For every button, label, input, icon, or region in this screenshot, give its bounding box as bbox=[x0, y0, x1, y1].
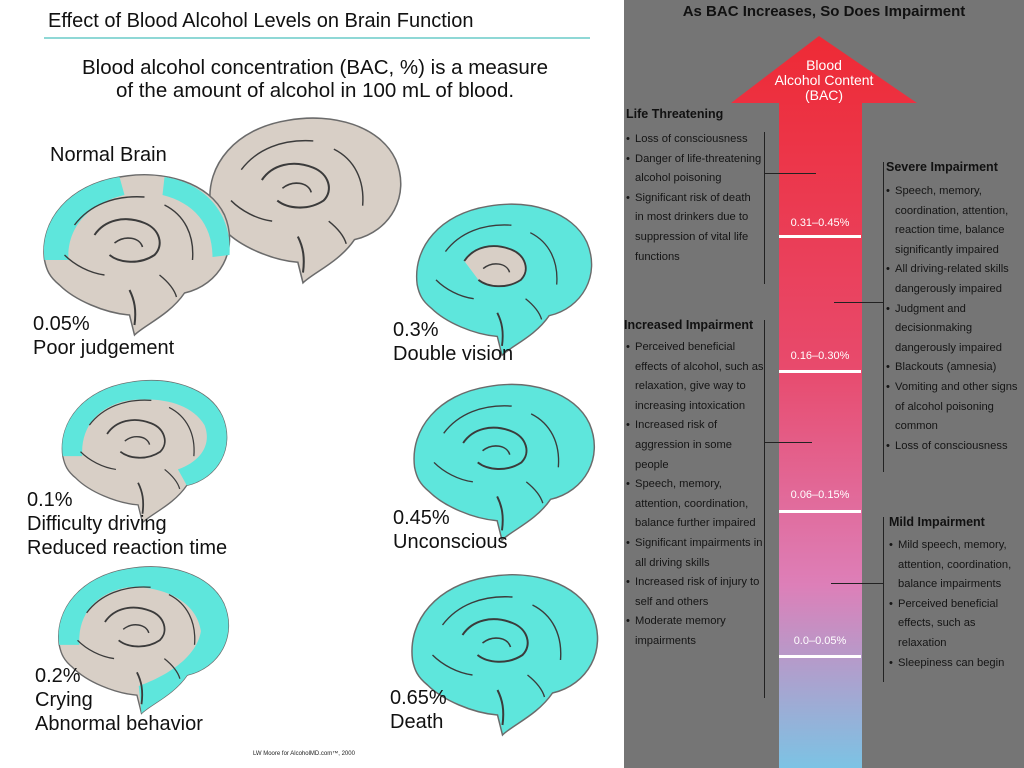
bac-label-0-1: 0.1% Difficulty driving Reduced reaction… bbox=[27, 488, 227, 560]
arrow-label-line-3: (BAC) bbox=[804, 87, 844, 103]
brain-function-panel: Effect of Blood Alcohol Levels on Brain … bbox=[27, 10, 600, 757]
list-item: Vomiting and other signs of alcohol pois… bbox=[886, 378, 1024, 437]
list-item: Loss of consciousness bbox=[886, 437, 1024, 457]
bac-definition: Blood alcohol concentration (BAC, %) is … bbox=[30, 56, 600, 102]
bac-arrow-shape bbox=[731, 36, 917, 768]
brain-image-0-05 bbox=[43, 174, 231, 336]
bac-label-0-3: 0.3% Double vision bbox=[393, 318, 513, 366]
title-underline bbox=[44, 37, 590, 39]
bracket-connector bbox=[834, 302, 883, 303]
life-threatening-list: Loss of consciousness Danger of life-thr… bbox=[626, 130, 762, 267]
list-item: All driving-related skills dangerously i… bbox=[886, 260, 1024, 299]
list-item: Blackouts (amnesia) bbox=[886, 358, 1024, 378]
bracket-line bbox=[883, 162, 884, 472]
bac-value: 0.2% bbox=[35, 665, 81, 687]
range-divider bbox=[779, 655, 861, 658]
image-credit: LW Moore for AlcoholMD.com™, 2000 bbox=[253, 751, 355, 757]
impairment-title: As BAC Increases, So Does Impairment bbox=[682, 3, 966, 20]
bac-arrow-label: Blood Alcohol Content (BAC) bbox=[624, 58, 1024, 103]
bracket-line bbox=[764, 320, 765, 698]
range-divider bbox=[779, 510, 861, 513]
bac-arrow bbox=[731, 36, 917, 768]
list-item: Moderate memory impairments bbox=[626, 612, 764, 651]
mild-impairment-heading: Mild Impairment bbox=[889, 515, 985, 529]
bracket-connector bbox=[764, 173, 816, 174]
bracket-connector bbox=[831, 583, 883, 584]
list-item: Danger of life-threatening alcohol poiso… bbox=[626, 150, 762, 189]
bac-effect: Unconscious bbox=[393, 531, 508, 553]
list-item: Increased risk of injury to self and oth… bbox=[626, 573, 764, 612]
bac-effect: Poor judgement bbox=[33, 337, 175, 359]
severe-impairment-heading: Severe Impairment bbox=[886, 160, 998, 174]
bac-effect: Crying bbox=[35, 689, 93, 711]
bracket-line bbox=[883, 517, 884, 682]
arrow-label-line-2: Alcohol Content bbox=[774, 72, 874, 88]
severe-impairment-list: Speech, memory, coordination, attention,… bbox=[886, 182, 1024, 456]
range-divider bbox=[779, 235, 861, 238]
bac-value: 0.05% bbox=[33, 313, 90, 335]
impairment-panel: As BAC Increases, So Does Impairment Blo… bbox=[624, 0, 1024, 768]
bracket-connector bbox=[764, 442, 812, 443]
bac-label-0-65: 0.65% Death bbox=[390, 686, 447, 734]
list-item: Significant risk of death in most drinke… bbox=[626, 189, 762, 267]
range-label-severe: 0.31–0.45% bbox=[790, 217, 850, 229]
page-title: Effect of Blood Alcohol Levels on Brain … bbox=[48, 10, 474, 32]
bac-value: 0.65% bbox=[390, 687, 447, 709]
brain-image-0-1 bbox=[61, 380, 228, 524]
increased-impairment-list: Perceived beneficial effects of alcohol,… bbox=[626, 338, 764, 652]
arrow-label-line-1: Blood bbox=[806, 57, 842, 73]
bac-effect-secondary: Reduced reaction time bbox=[27, 537, 228, 559]
bac-label-0-45: 0.45% Unconscious bbox=[393, 506, 508, 554]
brain-image-0-2 bbox=[58, 566, 230, 715]
range-label-mild: 0.0–0.05% bbox=[793, 635, 847, 647]
list-item: Increased risk of aggression in some peo… bbox=[626, 416, 764, 475]
range-divider bbox=[779, 370, 861, 373]
list-item: Significant impairments in all driving s… bbox=[626, 534, 764, 573]
bac-effect: Difficulty driving bbox=[27, 513, 167, 535]
bac-label-0-05: 0.05% Poor judgement bbox=[33, 312, 174, 360]
bac-effect: Death bbox=[390, 711, 444, 733]
bac-value: 0.1% bbox=[27, 489, 73, 511]
range-label-moderate: 0.06–0.15% bbox=[790, 489, 850, 501]
brain-image-0-3 bbox=[415, 203, 593, 356]
list-item: Judgment and decisionmaking dangerously … bbox=[886, 300, 1024, 359]
list-item: Speech, memory, coordination, attention,… bbox=[886, 182, 1024, 260]
bac-label-0-2: 0.2% Crying Abnormal behavior bbox=[35, 664, 203, 736]
bac-definition-line-2: of the amount of alcohol in 100 mL of bl… bbox=[115, 79, 515, 102]
list-item: Speech, memory, attention, coordination,… bbox=[626, 475, 764, 534]
range-label-high: 0.16–0.30% bbox=[790, 350, 850, 362]
list-item: Perceived beneficial effects, such as re… bbox=[889, 595, 1021, 654]
mild-impairment-list: Mild speech, memory, attention, coordina… bbox=[889, 536, 1021, 673]
bac-effect: Double vision bbox=[393, 343, 514, 365]
bac-value: 0.45% bbox=[393, 507, 450, 529]
list-item: Perceived beneficial effects of alcohol,… bbox=[626, 338, 764, 416]
bac-definition-line-1: Blood alcohol concentration (BAC, %) is … bbox=[81, 56, 549, 79]
normal-brain-label: Normal Brain bbox=[50, 144, 167, 166]
bac-value: 0.3% bbox=[393, 319, 439, 341]
bracket-line bbox=[764, 132, 765, 284]
list-item: Mild speech, memory, attention, coordina… bbox=[889, 536, 1021, 595]
list-item: Sleepiness can begin bbox=[889, 654, 1021, 674]
bac-effect-secondary: Abnormal behavior bbox=[35, 713, 203, 735]
list-item: Loss of consciousness bbox=[626, 130, 762, 150]
life-threatening-heading: Life Threatening bbox=[626, 107, 724, 121]
increased-impairment-heading: Increased Impairment bbox=[624, 318, 754, 332]
